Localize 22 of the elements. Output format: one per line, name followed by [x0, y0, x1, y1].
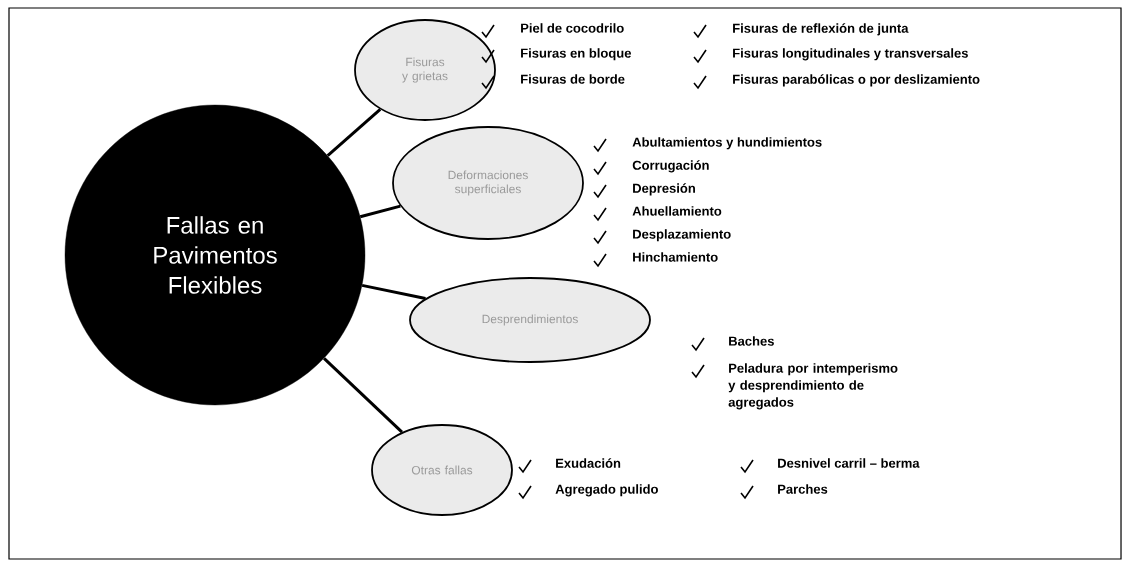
item-text: Piel de cocodrilo [521, 23, 624, 33]
connector-line [323, 357, 404, 434]
item-text: Hinchamiento [633, 252, 718, 262]
item-text: Parches [778, 484, 828, 494]
item-text: Exudación [556, 458, 621, 468]
item-text: Peladura por intemperismo y desprendimiento de agregados [728, 363, 898, 410]
connector-line [326, 108, 382, 157]
item-text: Agregado pulido [555, 484, 658, 497]
item-text: Abultamientos y hundimientos [632, 137, 822, 150]
item-text: Fisuras parabólicas o por deslizamiento [733, 74, 980, 87]
item-text: Baches [729, 336, 774, 346]
item-text: Desplazamiento [633, 229, 731, 242]
item-text: Desnivel carril – berma [778, 458, 920, 468]
item-text: Depresión [633, 183, 695, 196]
item-text: Corrugación [632, 160, 709, 173]
item-text: Fisuras en bloque [521, 48, 631, 61]
item-text: Ahuellamiento [632, 206, 722, 216]
connector-line [361, 283, 426, 300]
item-text: Fisuras de reflexión de junta [733, 23, 909, 36]
item-text: Fisuras de borde [521, 74, 625, 84]
connector-line [359, 204, 401, 219]
item-text: Fisuras longitudinales y transversales [733, 48, 968, 61]
